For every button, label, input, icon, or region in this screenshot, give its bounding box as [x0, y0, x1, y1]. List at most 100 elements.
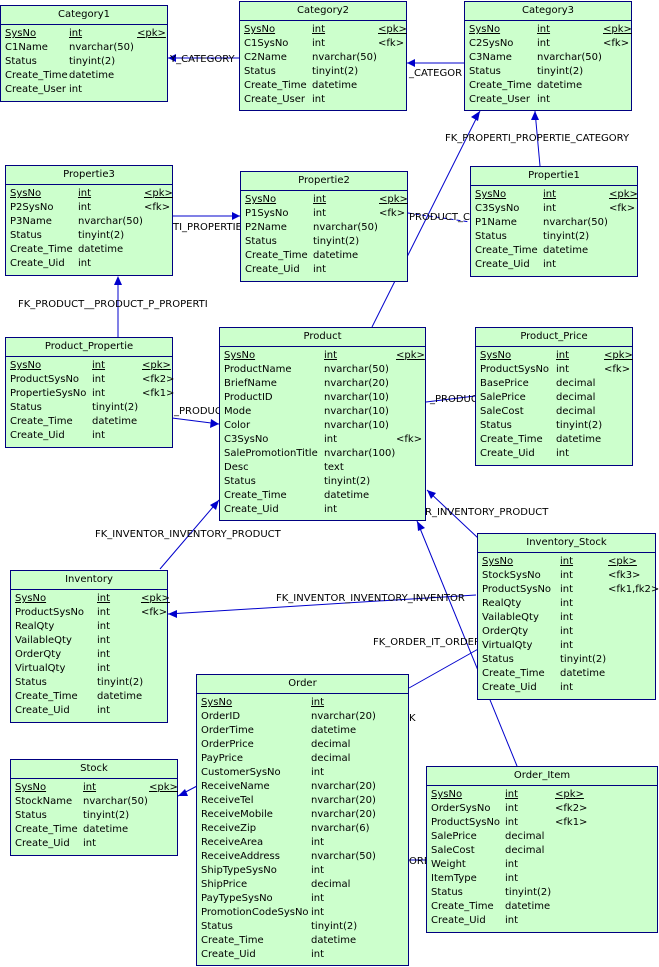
column-row[interactable]: Create_Timedatetime	[465, 79, 631, 93]
column-row[interactable]: RealQtyint	[478, 597, 655, 611]
column-row[interactable]: SysNoint<pk>	[478, 555, 655, 569]
column-row[interactable]: Modenvarchar(10)	[220, 405, 425, 419]
column-row[interactable]: ReceiveTelnvarchar(20)	[197, 794, 408, 808]
column-row[interactable]: ShipPricedecimal	[197, 878, 408, 892]
table-category2[interactable]: Category2SysNoint<pk>C1SysNoint<fk>C2Nam…	[239, 1, 407, 111]
column-row[interactable]: SalePricedecimal	[427, 830, 657, 844]
column-row[interactable]: Create_Uidint	[11, 837, 177, 851]
column-row[interactable]: Create_Userint	[465, 93, 631, 107]
column-row[interactable]: Statustinyint(2)	[240, 65, 406, 79]
column-row[interactable]: C2SysNoint<fk>	[465, 37, 631, 51]
column-row[interactable]: C1Namenvarchar(50)	[1, 41, 167, 55]
column-row[interactable]: RealQtyint	[11, 620, 167, 634]
column-row[interactable]: Create_Uidint	[476, 447, 632, 461]
column-row[interactable]: Statustinyint(2)	[11, 809, 177, 823]
column-row[interactable]: Weightint	[427, 858, 657, 872]
column-row[interactable]: ReceiveAddressnvarchar(50)	[197, 850, 408, 864]
column-row[interactable]: SysNoint	[197, 696, 408, 710]
column-row[interactable]: BasePricedecimal	[476, 377, 632, 391]
column-row[interactable]: C2Namenvarchar(50)	[240, 51, 406, 65]
column-row[interactable]: ItemTypeint	[427, 872, 657, 886]
column-row[interactable]: PayTypeSysNoint	[197, 892, 408, 906]
column-row[interactable]: SaleCostdecimal	[427, 844, 657, 858]
column-row[interactable]: SysNoint<pk>	[6, 359, 172, 373]
column-row[interactable]: SysNoint<pk>	[471, 188, 638, 202]
table-category1[interactable]: Category1SysNoint<pk>C1Namenvarchar(50)S…	[0, 5, 168, 102]
column-row[interactable]: Create_Userint	[240, 93, 406, 107]
column-row[interactable]: VailableQtyint	[11, 634, 167, 648]
column-row[interactable]: Desctext	[220, 461, 425, 475]
column-row[interactable]: OrderQtyint	[11, 648, 167, 662]
column-row[interactable]: ProductSysNoint<fk1>	[427, 816, 657, 830]
column-row[interactable]: OrderPricedecimal	[197, 738, 408, 752]
column-row[interactable]: Create_Uidint	[197, 948, 408, 962]
column-row[interactable]: Statustinyint(2)	[197, 920, 408, 934]
column-row[interactable]: P2SysNoint<fk>	[6, 201, 172, 215]
column-row[interactable]: Create_Userint	[1, 83, 167, 97]
column-row[interactable]: Create_Uidint	[241, 263, 407, 277]
column-row[interactable]: Colornvarchar(10)	[220, 419, 425, 433]
column-row[interactable]: Statustinyint(2)	[11, 676, 167, 690]
column-row[interactable]: SysNoint<pk>	[427, 788, 657, 802]
table-propertie2[interactable]: Propertie2SysNoint<pk>P1SysNoint<fk>P2Na…	[240, 171, 408, 282]
column-row[interactable]: OrderQtyint	[478, 625, 655, 639]
column-row[interactable]: Create_Timedatetime	[476, 433, 632, 447]
column-row[interactable]: ProductSysNoint<fk2>	[6, 373, 174, 387]
column-row[interactable]: Create_Uidint	[427, 914, 657, 928]
column-row[interactable]: SaleCostdecimal	[476, 405, 632, 419]
column-row[interactable]: OrderSysNoint<fk2>	[427, 802, 657, 816]
column-row[interactable]: Create_Uidint	[6, 429, 172, 443]
table-stock[interactable]: StockSysNoint<pk>StockNamenvarchar(50)St…	[10, 759, 178, 856]
column-row[interactable]: SysNoint<pk>	[1, 27, 167, 41]
column-row[interactable]: PromotionCodeSysNoint	[197, 906, 408, 920]
column-row[interactable]: ReceiveZipnvarchar(6)	[197, 822, 408, 836]
column-row[interactable]: P2Namenvarchar(50)	[241, 221, 407, 235]
column-row[interactable]: SysNoint<pk>	[240, 23, 407, 37]
column-row[interactable]: Statustinyint(2)	[6, 401, 172, 415]
column-row[interactable]: Statustinyint(2)	[427, 886, 657, 900]
column-row[interactable]: Create_Timedatetime	[1, 69, 167, 83]
column-row[interactable]: StockNamenvarchar(50)	[11, 795, 177, 809]
column-row[interactable]: Create_Uidint	[6, 257, 172, 271]
column-row[interactable]: P1SysNoint<fk>	[241, 207, 407, 221]
table-category3[interactable]: Category3SysNoint<pk>C2SysNoint<fk>C3Nam…	[464, 1, 632, 111]
column-row[interactable]: Statustinyint(2)	[465, 65, 631, 79]
table-propertie3[interactable]: Propertie3SysNoint<pk>P2SysNoint<fk>P3Na…	[5, 165, 173, 276]
column-row[interactable]: SysNoint<pk>	[241, 193, 408, 207]
column-row[interactable]: Create_Uidint	[478, 681, 655, 695]
column-row[interactable]: Create_Uidint	[471, 258, 637, 272]
column-row[interactable]: CustomerSysNoint	[197, 766, 408, 780]
table-order[interactable]: OrderSysNointOrderIDnvarchar(20)OrderTim…	[196, 674, 409, 966]
column-row[interactable]: SysNoint<pk>	[476, 349, 633, 363]
table-inventory-stock[interactable]: Inventory_StockSysNoint<pk>StockSysNoint…	[477, 533, 659, 700]
column-row[interactable]: Create_Timedatetime	[6, 415, 172, 429]
column-row[interactable]: P1Namenvarchar(50)	[471, 216, 637, 230]
column-row[interactable]: SysNoint<pk>	[11, 592, 170, 606]
column-row[interactable]: Create_Timedatetime	[6, 243, 172, 257]
column-row[interactable]: ProductIDnvarchar(10)	[220, 391, 425, 405]
column-row[interactable]: C3SysNoint<fk>	[220, 433, 425, 447]
column-row[interactable]: Create_Timedatetime	[11, 823, 177, 837]
column-row[interactable]: VailableQtyint	[478, 611, 655, 625]
column-row[interactable]: Create_Timedatetime	[240, 79, 406, 93]
column-row[interactable]: ShipTypeSysNoint	[197, 864, 408, 878]
column-row[interactable]: VirtualQtyint	[478, 639, 655, 653]
column-row[interactable]: Statustinyint(2)	[476, 419, 632, 433]
column-row[interactable]: OrderIDnvarchar(20)	[197, 710, 408, 724]
column-row[interactable]: Create_Uidint	[11, 704, 167, 718]
column-row[interactable]: PayPricedecimal	[197, 752, 408, 766]
table-product[interactable]: ProductSysNoint<pk>ProductNamenvarchar(5…	[219, 327, 426, 521]
column-row[interactable]: Create_Timedatetime	[241, 249, 407, 263]
column-row[interactable]: OrderTimedatetime	[197, 724, 408, 738]
column-row[interactable]: ProductSysNoint<fk>	[476, 363, 632, 377]
table-product-propertie[interactable]: Product_PropertieSysNoint<pk>ProductSysN…	[5, 337, 174, 448]
column-row[interactable]: Create_Timedatetime	[11, 690, 167, 704]
column-row[interactable]: ReceiveAreaint	[197, 836, 408, 850]
table-inventory[interactable]: InventorySysNoint<pk>ProductSysNoint<fk>…	[10, 570, 170, 723]
column-row[interactable]: Create_Uidint	[220, 503, 425, 517]
column-row[interactable]: Create_Timedatetime	[471, 244, 637, 258]
column-row[interactable]: Statustinyint(2)	[471, 230, 637, 244]
column-row[interactable]: ReceiveMobilenvarchar(20)	[197, 808, 408, 822]
column-row[interactable]: SysNoint<pk>	[6, 187, 173, 201]
column-row[interactable]: SysNoint<pk>	[11, 781, 178, 795]
